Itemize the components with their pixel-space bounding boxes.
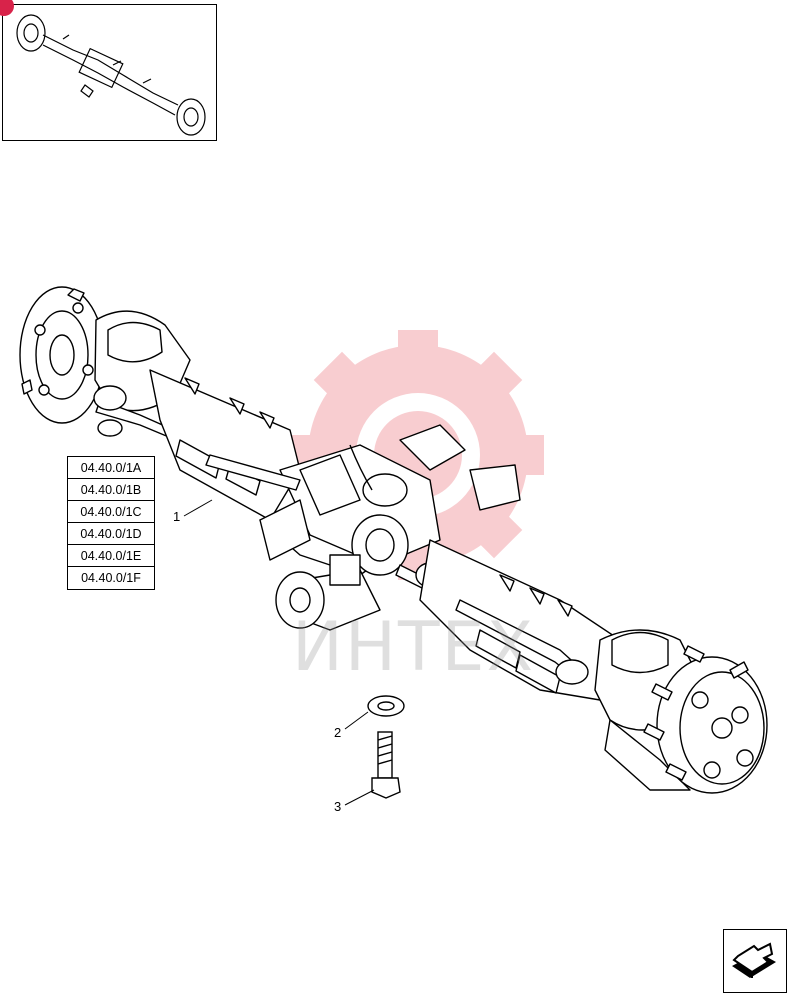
next-page-button[interactable] bbox=[723, 929, 787, 993]
left-axle-housing bbox=[149, 369, 301, 521]
reference-link-1c[interactable]: 04.40.0/1C bbox=[68, 501, 154, 523]
reference-link-1f[interactable]: 04.40.0/1F bbox=[81, 571, 141, 585]
left-wheel-hub bbox=[19, 286, 105, 424]
callout-2: 2 bbox=[334, 725, 342, 740]
differential-housing bbox=[259, 424, 521, 631]
leader-line-1 bbox=[183, 499, 213, 517]
leader-line-2 bbox=[344, 711, 369, 730]
washer-part bbox=[367, 695, 405, 717]
reference-table: 04.40.0/1A 04.40.0/1B 04.40.0/1C 04.40.0… bbox=[67, 456, 155, 590]
left-drive-shaft bbox=[205, 454, 301, 491]
leader-line-3 bbox=[344, 789, 375, 806]
right-wheel-hub bbox=[643, 645, 768, 794]
callout-1: 1 bbox=[173, 509, 181, 524]
reference-link-1a[interactable]: 04.40.0/1A bbox=[68, 457, 154, 479]
reference-link-1d[interactable]: 04.40.0/1D bbox=[68, 523, 154, 545]
watermark-text: ИНТЕХ bbox=[292, 608, 536, 687]
callout-3: 3 bbox=[334, 799, 342, 814]
thumbnail-badge bbox=[0, 0, 14, 16]
reference-link-1b[interactable]: 04.40.0/1B bbox=[68, 479, 154, 501]
reference-link-1e[interactable]: 04.40.0/1E bbox=[68, 545, 154, 567]
thumbnail-axle-illustration bbox=[16, 14, 206, 136]
bolt-part bbox=[371, 731, 401, 799]
arrow-next-icon bbox=[732, 942, 776, 978]
assembly-thumbnail bbox=[0, 0, 217, 141]
